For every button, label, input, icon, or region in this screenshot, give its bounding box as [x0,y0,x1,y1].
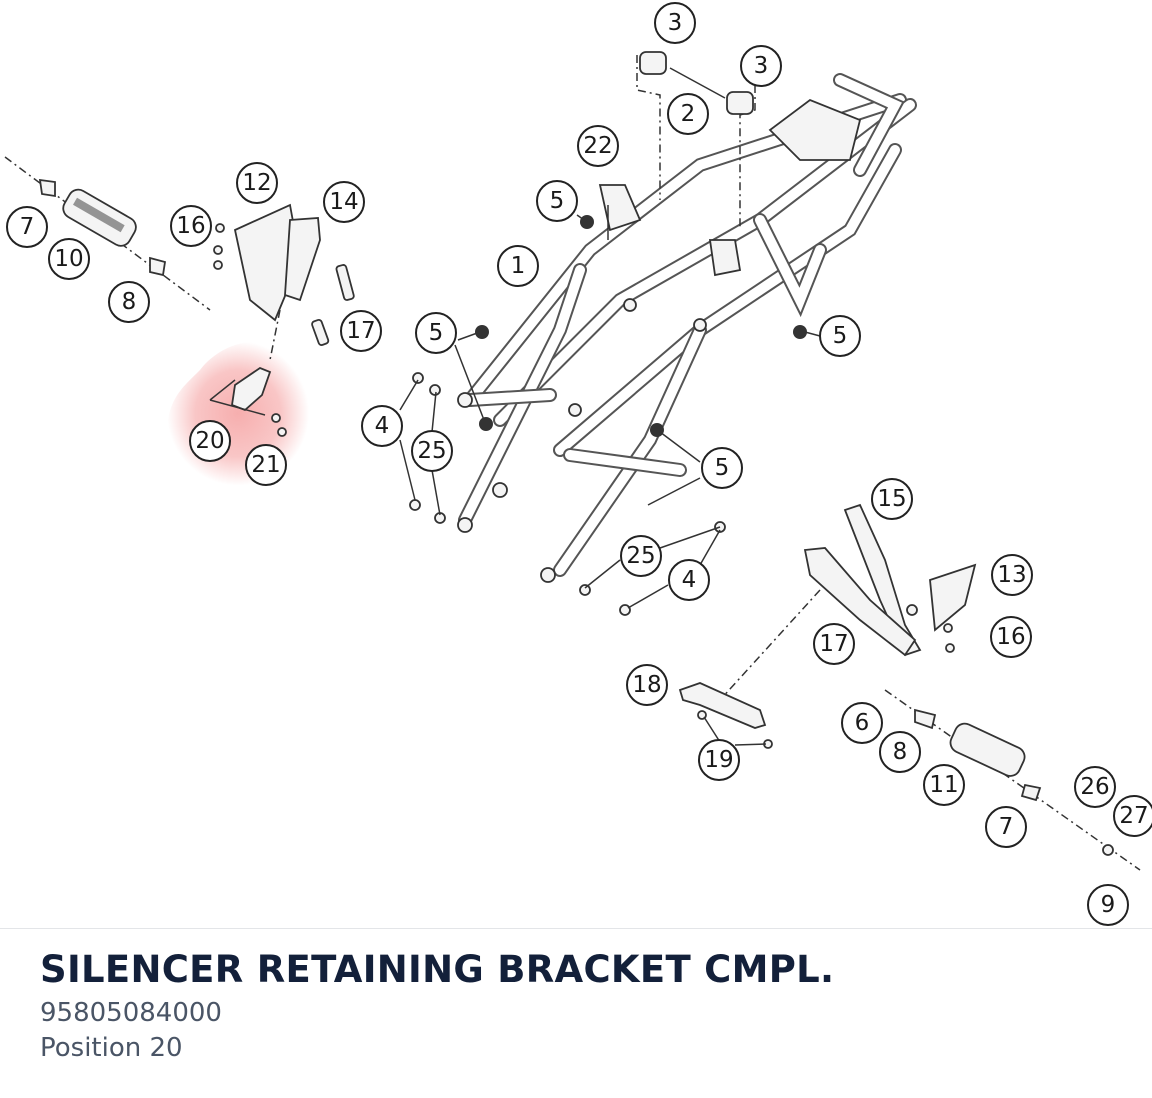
callout-5b[interactable]: 5 [415,312,457,354]
svg-text:5: 5 [833,323,848,349]
svg-text:21: 21 [251,452,280,478]
mounting-bolts-spacers [409,372,726,616]
callout-5d[interactable]: 5 [701,447,743,489]
svg-text:8: 8 [893,739,908,765]
svg-text:11: 11 [929,772,958,798]
svg-text:14: 14 [329,189,358,215]
part-title: SILENCER RETAINING BRACKET CMPL. [40,948,835,991]
part-position: Position 20 [40,1033,183,1063]
position-highlight [166,341,310,486]
callout-16b[interactable]: 16 [990,616,1032,658]
right-footrest-assembly [678,503,1141,871]
callout-5c[interactable]: 5 [819,315,861,357]
svg-text:4: 4 [375,413,390,439]
svg-text:4: 4 [682,567,697,593]
callout-11[interactable]: 11 [923,764,965,806]
callout-5a[interactable]: 5 [536,180,578,222]
svg-text:17: 17 [346,318,375,344]
callout-16a[interactable]: 16 [170,205,212,247]
callout-18[interactable]: 18 [626,664,668,706]
svg-text:5: 5 [550,188,565,214]
svg-text:9: 9 [1101,892,1116,918]
svg-text:16: 16 [176,213,205,239]
callout-17b[interactable]: 17 [813,623,855,665]
svg-text:8: 8 [122,289,137,315]
callout-4b[interactable]: 4 [668,559,710,601]
callout-8a[interactable]: 8 [108,281,150,323]
callout-4a[interactable]: 4 [361,405,403,447]
callout-26[interactable]: 26 [1074,766,1116,808]
svg-text:1: 1 [511,253,526,279]
leader-lines [399,205,821,746]
callout-12[interactable]: 12 [236,162,278,204]
svg-text:13: 13 [997,562,1026,588]
svg-text:17: 17 [819,631,848,657]
svg-text:5: 5 [429,320,444,346]
callout-3b[interactable]: 3 [740,45,782,87]
svg-text:18: 18 [632,672,661,698]
svg-text:19: 19 [704,747,733,773]
svg-text:27: 27 [1119,803,1148,829]
frame-assembly [458,73,917,577]
svg-text:25: 25 [626,543,655,569]
callout-27[interactable]: 27 [1113,795,1152,837]
callout-8b[interactable]: 8 [879,731,921,773]
svg-text:16: 16 [996,624,1025,650]
svg-text:12: 12 [242,170,271,196]
callout-13[interactable]: 13 [991,554,1033,596]
svg-text:3: 3 [754,53,769,79]
callout-21[interactable]: 21 [245,444,287,486]
callout-1[interactable]: 1 [497,245,539,287]
section-divider [0,928,1152,929]
callout-20[interactable]: 20 [189,420,231,462]
callout-6[interactable]: 6 [841,702,883,744]
callout-19[interactable]: 19 [698,739,740,781]
callout-14[interactable]: 14 [323,181,365,223]
svg-text:26: 26 [1080,774,1109,800]
svg-text:3: 3 [668,10,683,36]
left-footrest-assembly [4,156,355,346]
callout-7a[interactable]: 7 [6,206,48,248]
svg-text:22: 22 [583,133,612,159]
svg-text:2: 2 [681,101,696,127]
part-number: 95805084000 [40,998,222,1028]
callout-3a[interactable]: 3 [654,2,696,44]
callout-25b[interactable]: 25 [620,535,662,577]
svg-text:5: 5 [715,455,730,481]
callout-22[interactable]: 22 [577,125,619,167]
silencer-retaining-bracket [209,309,287,437]
exploded-parts-diagram: 3 3 2 22 5 1 12 14 16 7 10 8 17 5 5 20 2… [4,2,1152,926]
svg-text:10: 10 [54,246,83,272]
svg-text:6: 6 [855,710,870,736]
shock-mount-bushings [636,51,756,230]
callout-9[interactable]: 9 [1087,884,1129,926]
callout-2[interactable]: 2 [667,93,709,135]
callout-17a[interactable]: 17 [340,310,382,352]
frame-nuts [475,215,807,437]
svg-text:20: 20 [195,428,224,454]
callout-7b[interactable]: 7 [985,806,1027,848]
svg-text:7: 7 [20,214,35,240]
callout-10[interactable]: 10 [48,238,90,280]
callout-25a[interactable]: 25 [411,430,453,472]
svg-text:25: 25 [417,438,446,464]
svg-text:15: 15 [877,486,906,512]
callout-15[interactable]: 15 [871,478,913,520]
svg-text:7: 7 [999,814,1014,840]
